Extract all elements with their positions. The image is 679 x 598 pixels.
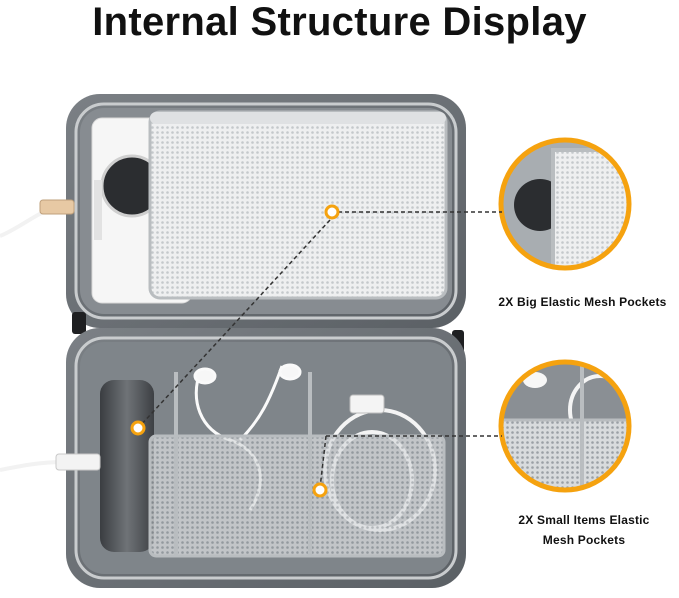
callout-marker-phone xyxy=(130,420,146,436)
zoom-circle-big-pocket xyxy=(498,137,632,271)
phone xyxy=(100,380,154,552)
charging-plug-bottom xyxy=(55,453,101,471)
charging-cable-bottom xyxy=(0,460,65,472)
big-mesh-pocket xyxy=(148,110,448,300)
small-mesh-pockets xyxy=(148,372,446,558)
callout-marker-small-pocket xyxy=(312,482,328,498)
zipper-pull-left xyxy=(72,312,86,334)
zoom-circle-small-pockets xyxy=(498,359,632,493)
callout-leaders xyxy=(139,211,502,489)
callout-marker-big-pocket xyxy=(324,204,340,220)
callout-label-small-pockets: 2X Small Items Elastic Mesh Pockets xyxy=(518,513,650,547)
page-title: Internal Structure Display xyxy=(92,0,587,44)
callout-label-big-pockets: 2X Big Elastic Mesh Pockets xyxy=(498,295,667,309)
charging-plug-top xyxy=(39,199,75,215)
